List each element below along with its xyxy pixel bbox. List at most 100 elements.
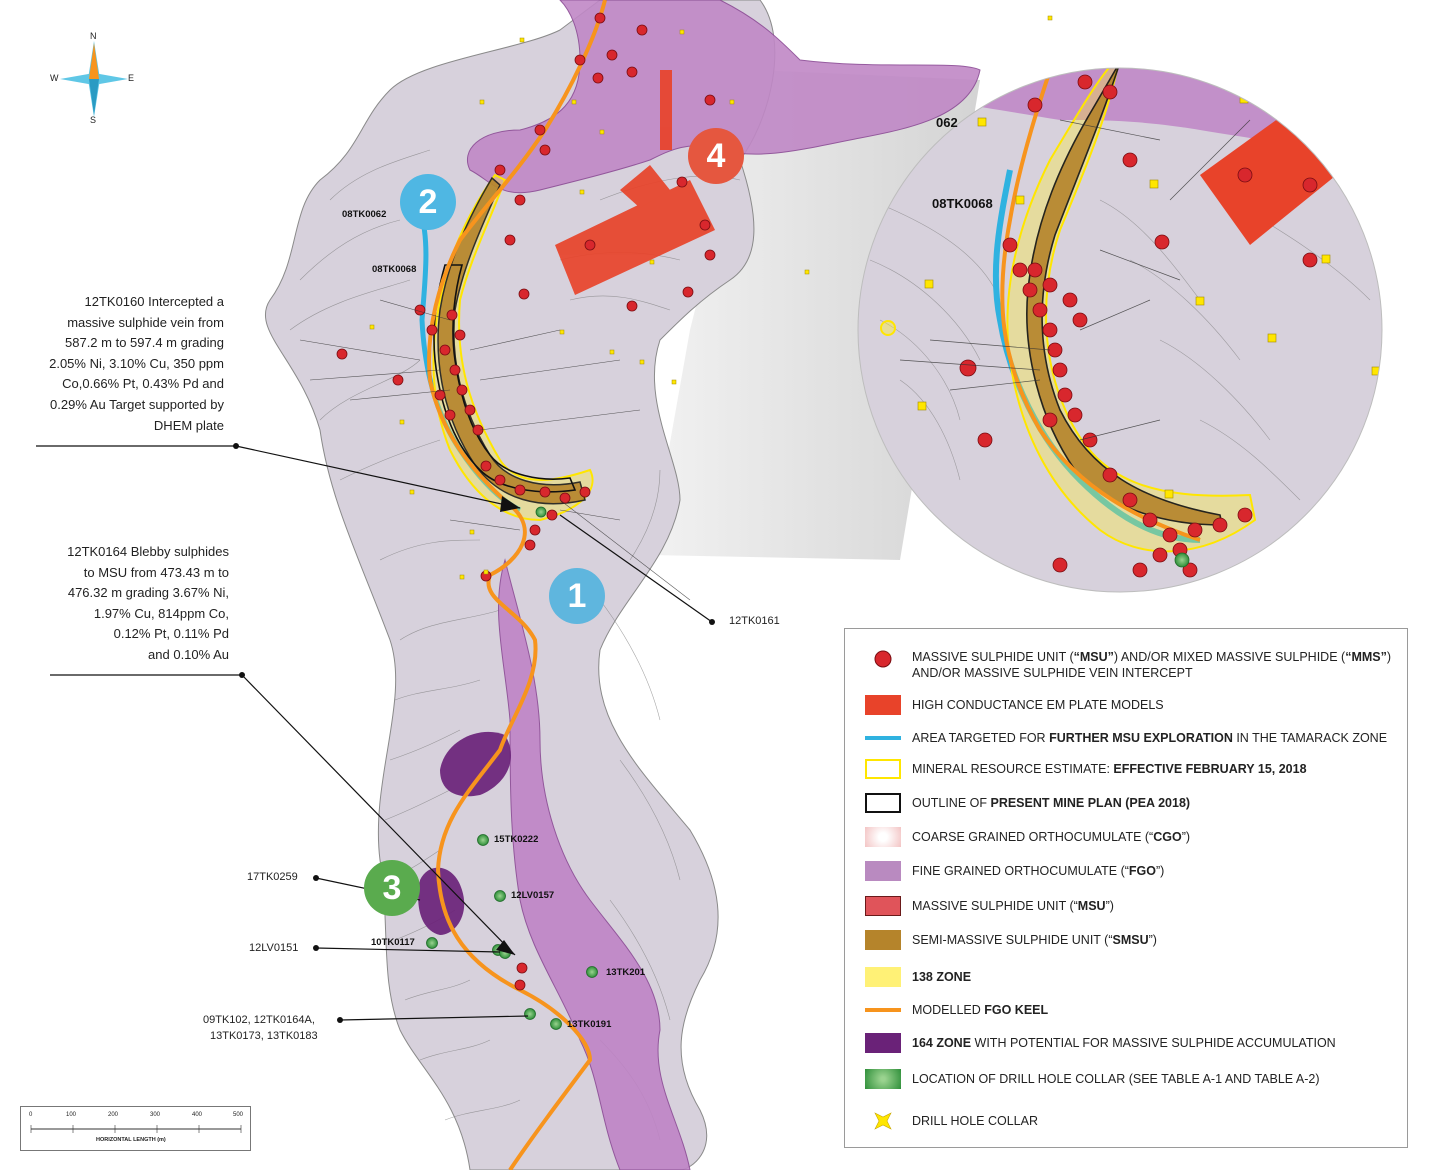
legend-msu-b1: “MSU” <box>1073 650 1114 664</box>
legend-row-fgo: FINE GRAINED ORTHOCUMULATE (“FGO”) <box>845 861 1405 891</box>
compass-w: W <box>50 73 59 83</box>
legend-msu-pre: MASSIVE SULPHIDE UNIT ( <box>912 650 1074 664</box>
label-12lv0157: 12LV0157 <box>511 890 555 901</box>
callout-endpoints <box>233 443 715 1023</box>
zone-164-swatch <box>865 1033 901 1053</box>
legend-cgo-pre: COARSE GRAINED ORTHOCUMULATE (“ <box>912 830 1154 844</box>
smsu-core <box>437 176 586 505</box>
legend-msu-unit-bold: MSU <box>1077 899 1106 913</box>
legend-row-keel: MODELLED FGO KEEL <box>845 1000 1405 1030</box>
legend-resource-pre: MINERAL RESOURCE ESTIMATE: <box>912 762 1114 776</box>
compass-rose-icon <box>60 41 128 117</box>
msu-unit-swatch <box>865 896 901 916</box>
zone-badge-4: 4 <box>688 128 744 184</box>
legend-cgo-post: ”) <box>1181 830 1191 844</box>
legend-row-mine: OUTLINE OF PRESENT MINE PLAN (PEA 2018) <box>845 793 1405 823</box>
callout-12tk0164: 12TK0164 Blebby sulphides to MSU from 47… <box>67 544 229 662</box>
legend-resource-bold: EFFECTIVE FEBRUARY 15, 2018 <box>1113 762 1307 776</box>
scale-bar: 0 100 200 300 400 500 HORIZONTAL LENGTH … <box>20 1106 251 1151</box>
legend-msu-unit-pre: MASSIVE SULPHIDE UNIT (“ <box>912 899 1078 913</box>
legend-row-msu-unit: MASSIVE SULPHIDE UNIT (“MSU”) <box>845 896 1405 926</box>
scale-tick-200: 200 <box>108 1112 119 1118</box>
legend-msu-unit-post: ”) <box>1105 899 1114 913</box>
legend-row-msu: MASSIVE SULPHIDE UNIT (“MSU”) AND/OR MIX… <box>845 647 1405 687</box>
scale-tick-300: 300 <box>150 1112 161 1118</box>
legend-mine-pre: OUTLINE OF <box>912 796 991 810</box>
drill-collar-icon <box>874 1112 892 1130</box>
mine-plan-outline <box>433 264 577 493</box>
label-12lv0151: 12LV0151 <box>249 942 299 954</box>
legend-mine-bold: PRESENT MINE PLAN (PEA 2018) <box>990 796 1191 810</box>
msu-point-icon <box>874 650 892 668</box>
drill-traces <box>299 299 691 601</box>
legend-row-smsu: SEMI-MASSIVE SULPHIDE UNIT (“SMSU”) <box>845 930 1405 960</box>
compass-e: E <box>128 73 135 83</box>
keel-swatch <box>865 1008 901 1012</box>
legend-row-collar: DRILL HOLE COLLAR <box>845 1111 1405 1141</box>
legend-row-cgo: COARSE GRAINED ORTHOCUMULATE (“CGO”) <box>845 827 1405 857</box>
legend-msu-mid: ) AND/OR MIXED MASSIVE SULPHIDE ( <box>1113 650 1346 664</box>
legend-fgo-pre: FINE GRAINED ORTHOCUMULATE (“ <box>912 864 1129 878</box>
scale-tick-100: 100 <box>66 1112 77 1118</box>
inset-label-062: 062 <box>936 115 958 130</box>
legend-164-bold: 164 ZONE <box>912 1036 972 1050</box>
callout-arrowhead-1 <box>500 496 520 512</box>
legend-row-target: AREA TARGETED FOR FURTHER MSU EXPLORATIO… <box>845 728 1405 758</box>
legend-cgo-bold: CGO <box>1153 830 1182 844</box>
cgo-swatch <box>865 827 901 847</box>
collar-location-swatch <box>865 1069 901 1089</box>
label-17tk0259: 17TK0259 <box>247 871 298 883</box>
legend-164-post: WITH POTENTIAL FOR MASSIVE SULPHIDE ACCU… <box>971 1036 1336 1050</box>
legend-smsu-pre: SEMI-MASSIVE SULPHIDE UNIT (“ <box>912 933 1113 947</box>
legend-fgo-bold: FGO <box>1128 864 1157 878</box>
legend-row-164: 164 ZONE WITH POTENTIAL FOR MASSIVE SULP… <box>845 1033 1405 1063</box>
zone-badge-1: 1 <box>549 568 605 624</box>
label-12tk0161: 12TK0161 <box>729 615 780 627</box>
north-arrow-compass: N S E W <box>50 31 138 125</box>
zone-badge-2: 2 <box>400 174 456 230</box>
label-08tk0062: 08TK0062 <box>342 209 387 220</box>
callout-arrowhead-2 <box>496 940 515 955</box>
legend-keel-pre: MODELLED <box>912 1003 985 1017</box>
legend-msu-b2: “MMS” <box>1345 650 1387 664</box>
label-08tk0068: 08TK0068 <box>372 264 417 275</box>
compass-s: S <box>90 115 97 125</box>
legend-target-bold: FURTHER MSU EXPLORATION <box>1049 731 1233 745</box>
legend-row-resource: MINERAL RESOURCE ESTIMATE: EFFECTIVE FEB… <box>845 759 1405 789</box>
legend-fgo-post: ”) <box>1156 864 1165 878</box>
zone-164-upper <box>440 731 511 797</box>
scale-label: HORIZONTAL LENGTH (m) <box>96 1137 166 1143</box>
legend-target-post: IN THE TAMARACK ZONE <box>1232 731 1388 745</box>
zone-badge-3: 3 <box>364 860 420 916</box>
em-plates <box>555 70 715 295</box>
legend-row-em: HIGH CONDUCTANCE EM PLATE MODELS <box>845 695 1405 725</box>
legend-collar-loc-text: LOCATION OF DRILL HOLE COLLAR (SEE TABLE… <box>912 1072 1320 1086</box>
label-group-line2: 13TK0173, 13TK0183 <box>210 1030 318 1042</box>
label-group-line1: 09TK102, 12TK0164A, <box>203 1014 315 1026</box>
fgo-keel-line <box>427 0 607 1170</box>
legend-138-bold: 138 ZONE <box>912 970 972 984</box>
msu-intercepts-main <box>336 12 716 991</box>
mine-plan-swatch <box>865 793 901 813</box>
label-13tk201: 13TK201 <box>606 967 646 978</box>
legend-smsu-bold: SMSU <box>1112 933 1149 947</box>
legend-row-collar-loc: LOCATION OF DRILL HOLE COLLAR (SEE TABLE… <box>845 1069 1405 1099</box>
scale-tick-400: 400 <box>192 1112 203 1118</box>
legend-keel-bold: FGO KEEL <box>984 1003 1049 1017</box>
compass-n: N <box>90 31 97 41</box>
legend-smsu-post: ”) <box>1148 933 1157 947</box>
legend-row-138: 138 ZONE <box>845 967 1405 997</box>
label-10tk0117: 10TK0117 <box>371 937 415 948</box>
legend-collar-text: DRILL HOLE COLLAR <box>912 1114 1038 1128</box>
label-13tk0191: 13TK0191 <box>567 1019 612 1030</box>
legend-msu-post: ) AND/OR MASSIVE SULPHIDE VEIN INTERCEPT <box>912 650 1392 680</box>
resource-swatch <box>865 759 901 779</box>
callout-12tk0160: 12TK0160 Intercepted a massive sulphide … <box>49 294 224 433</box>
label-15tk0222: 15TK0222 <box>494 834 539 845</box>
target-line-swatch <box>865 736 901 740</box>
scale-tick-0: 0 <box>29 1112 33 1118</box>
inset-label-08tk0068: 08TK0068 <box>932 196 993 211</box>
fgo-upper-body <box>467 0 981 194</box>
scale-bar-graphic <box>30 1125 242 1133</box>
